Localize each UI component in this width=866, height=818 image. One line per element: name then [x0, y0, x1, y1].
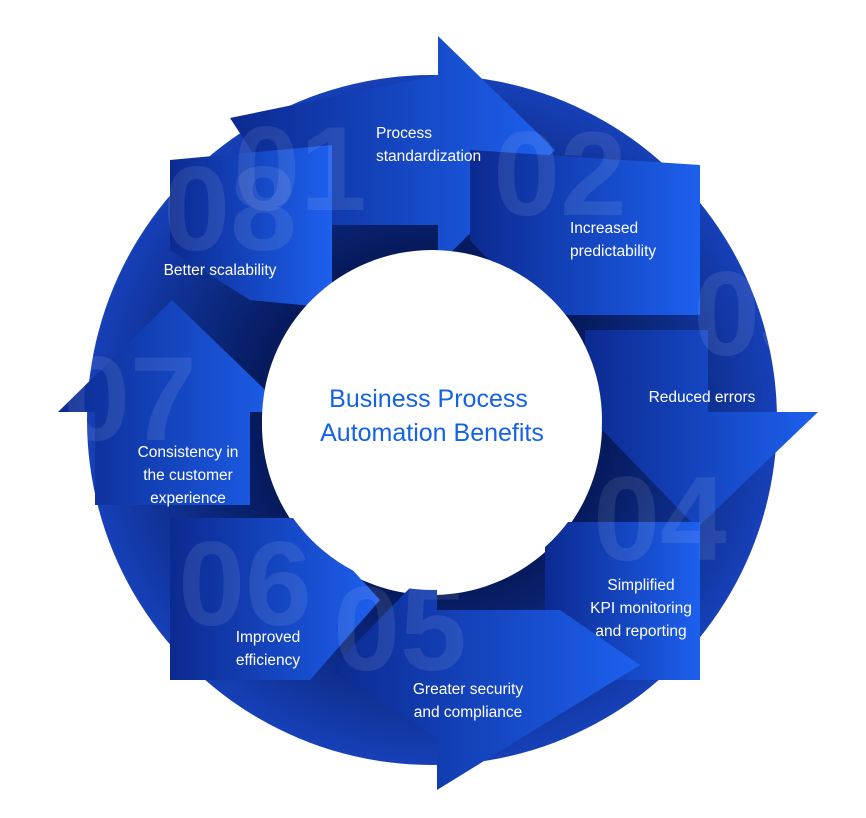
- arrow-segments: [58, 36, 818, 790]
- segment-label-7-line-1: Consistency in: [138, 444, 239, 461]
- segment-label-3: Reduced errors: [649, 389, 756, 406]
- segment-number-4: 04: [593, 452, 727, 586]
- segment-label-8-line-1: Better scalability: [164, 262, 277, 279]
- segment-label-5: Greater security and compliance: [413, 681, 524, 721]
- segment-label-8: Better scalability: [164, 262, 277, 279]
- segment-label-3-line-1: Reduced errors: [649, 389, 756, 406]
- segment-label-6-line-2: efficiency: [236, 652, 301, 669]
- segment-label-5-line-1: Greater security: [413, 681, 524, 698]
- segment-label-1-line-2: standardization: [376, 148, 481, 165]
- segment-label-6: Improved efficiency: [236, 629, 301, 669]
- segment-number-7: 07: [63, 332, 196, 466]
- arrow-segment-5: [330, 560, 640, 790]
- segment-label-5-line-2: and compliance: [414, 704, 523, 721]
- segment-label-4-line-3: and reporting: [595, 623, 686, 640]
- segment-label-7-line-2: the customer: [143, 467, 233, 484]
- arrow-segment-7: [58, 300, 288, 505]
- segment-label-1: Process standardization: [376, 125, 481, 165]
- segment-label-7-line-3: experience: [150, 490, 226, 507]
- segment-number-8: 08: [163, 142, 296, 276]
- arrow-segment-6: [170, 518, 380, 680]
- segment-label-4-line-1: Simplified: [607, 577, 674, 594]
- segment-label-6-line-1: Improved: [236, 629, 301, 646]
- center-title-line-1: Business Process: [329, 385, 528, 413]
- arrow-segment-2: [470, 150, 700, 315]
- center-disc: [262, 250, 602, 590]
- segment-number-3: 03: [693, 247, 826, 381]
- segment-number-6: 06: [178, 517, 311, 651]
- segment-label-2-line-1: Increased: [570, 220, 638, 237]
- segment-label-1-line-1: Process: [376, 125, 432, 142]
- arrow-segment-8: [170, 145, 332, 308]
- segment-label-7: Consistency in the customer experience: [138, 444, 239, 507]
- center-title: Business Process Automation Benefits: [320, 385, 544, 447]
- segment-number-1: 01: [233, 102, 366, 236]
- segment-label-2-line-2: predictability: [570, 243, 656, 260]
- segment-label-2: Increased predictability: [570, 220, 656, 260]
- segment-number-2: 02: [493, 107, 626, 241]
- arrow-segment-3: [585, 330, 818, 528]
- center-title-line-2: Automation Benefits: [320, 419, 544, 447]
- segment-label-4-line-2: KPI monitoring: [590, 600, 692, 617]
